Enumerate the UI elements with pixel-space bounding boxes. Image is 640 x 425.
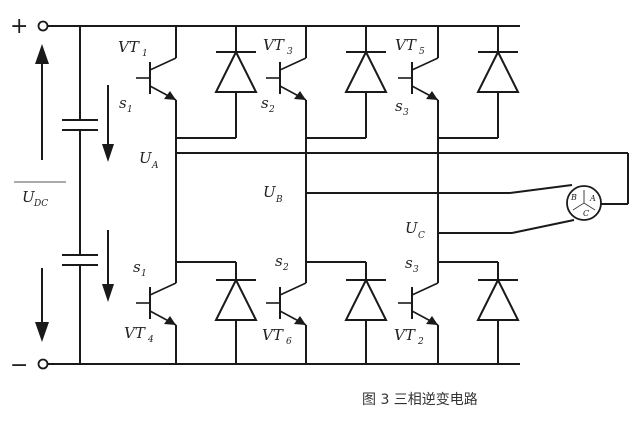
s1-upper-label: s xyxy=(119,94,127,112)
motor-label-a: A xyxy=(589,194,596,203)
vt6-sub: 6 xyxy=(286,337,292,347)
leg-c xyxy=(398,25,520,364)
s3-upper-sub: 3 xyxy=(403,108,409,118)
phase-c-sub: C xyxy=(418,231,425,241)
phase-a-label: U xyxy=(139,149,153,167)
s3-lower-sub: 3 xyxy=(413,265,419,275)
dc-voltage-sub: DC xyxy=(33,199,48,209)
s2-upper-sub: 2 xyxy=(268,105,275,115)
negative-terminal: − xyxy=(10,353,49,378)
positive-terminal: + xyxy=(10,14,49,39)
s2-lower-sub: 2 xyxy=(282,263,289,273)
vt6-label: VT xyxy=(262,326,284,344)
vt1-label: VT xyxy=(118,38,140,56)
phase-c-label: U xyxy=(405,219,419,237)
positive-sign: + xyxy=(10,14,28,39)
dc-voltage-indicator: U DC xyxy=(14,44,66,342)
phase-a-sub: A xyxy=(151,161,159,171)
switch-arrows xyxy=(102,85,114,302)
s1-upper-sub: 1 xyxy=(127,105,133,115)
vt5-sub: 5 xyxy=(419,47,425,57)
s2-lower-label: s xyxy=(275,252,283,270)
motor-label-b: B xyxy=(570,193,577,202)
vt1-sub: 1 xyxy=(142,49,148,59)
s3-lower-label: s xyxy=(405,254,413,272)
s2-upper-label: s xyxy=(261,94,269,112)
vt3-sub: 3 xyxy=(287,47,293,57)
leg-b xyxy=(266,25,388,364)
dc-voltage-label: U xyxy=(22,188,36,206)
vt4-sub: 4 xyxy=(147,335,154,345)
s1-lower-label: s xyxy=(133,258,141,276)
s1-lower-sub: 1 xyxy=(141,269,147,279)
motor-label-c: C xyxy=(583,209,589,218)
vt3-label: VT xyxy=(263,36,285,54)
motor: B A C xyxy=(566,185,602,221)
phase-outputs xyxy=(176,152,629,234)
figure-caption: 图 3 三相逆变电路 xyxy=(362,392,478,408)
s3-upper-label: s xyxy=(395,97,403,115)
vt5-label: VT xyxy=(395,36,417,54)
leg-a xyxy=(136,25,258,364)
phase-b-label: U xyxy=(263,183,277,201)
vt4-label: VT xyxy=(124,324,146,342)
vt2-label: VT xyxy=(394,326,416,344)
vt2-sub: 2 xyxy=(417,337,424,347)
negative-sign: − xyxy=(10,353,28,378)
dc-link-capacitors xyxy=(62,26,98,364)
phase-b-sub: B xyxy=(275,195,283,205)
